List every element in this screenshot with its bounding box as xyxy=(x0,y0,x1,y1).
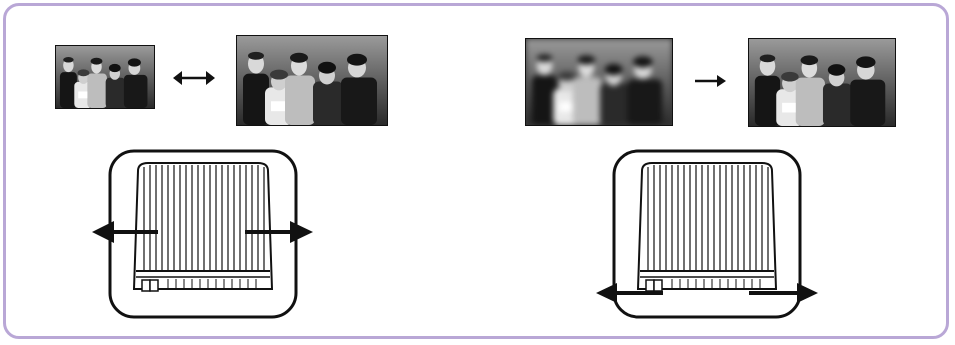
large-photo xyxy=(236,35,388,126)
double-arrow-icon xyxy=(172,68,216,88)
blurred-photo xyxy=(525,38,673,126)
sharp-photo xyxy=(748,38,896,127)
small-photo xyxy=(55,45,155,109)
zoom-arrows-icon xyxy=(90,218,315,246)
right-arrow-icon xyxy=(693,73,727,89)
focus-arrows-icon xyxy=(595,280,820,306)
